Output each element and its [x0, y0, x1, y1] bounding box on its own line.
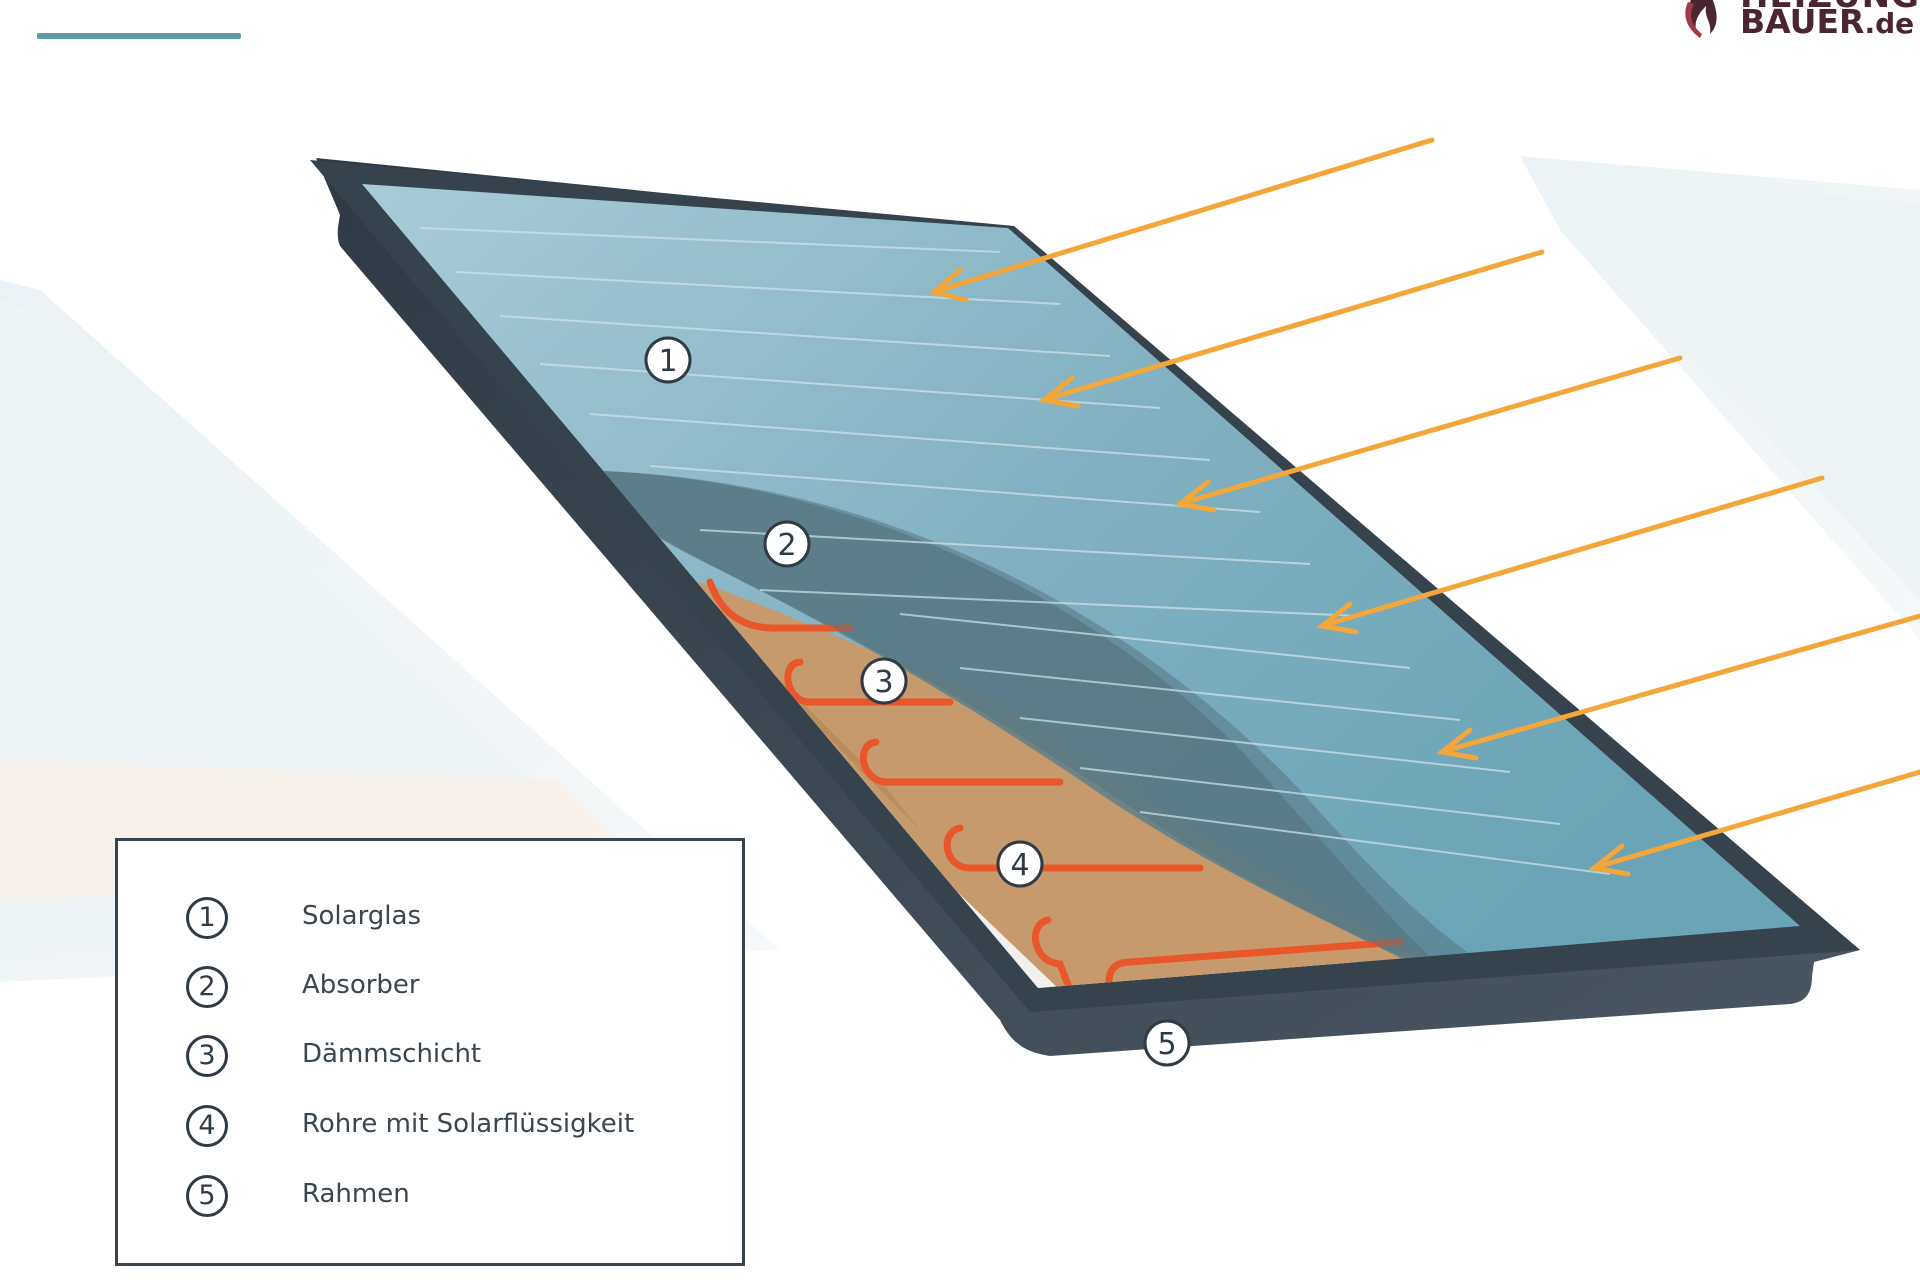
callout-3: 3 — [860, 657, 908, 705]
flame-icon — [1685, 0, 1717, 38]
legend-item: 2 Absorber — [186, 966, 706, 1016]
legend-item: 3 Dämmschicht — [186, 1035, 706, 1085]
svg-text:3: 3 — [874, 665, 893, 700]
callout-2: 2 — [763, 520, 811, 568]
background-collector-right — [1520, 156, 1920, 640]
logo-tld: .de — [1864, 7, 1915, 40]
callout-4: 4 — [996, 840, 1044, 888]
legend-number-badge: 5 — [186, 1175, 228, 1217]
callout-1: 1 — [644, 336, 692, 384]
legend-label: Dämmschicht — [302, 1039, 482, 1069]
sun-rays — [928, 137, 1920, 877]
solar-glass — [362, 184, 1800, 988]
legend-box: 1 Solarglas 2 Absorber 3 Dämmschicht 4 R… — [115, 838, 745, 1266]
svg-text:2: 2 — [777, 528, 796, 563]
svg-text:1: 1 — [658, 344, 677, 379]
legend-label: Solarglas — [302, 901, 422, 931]
legend-number-badge: 4 — [186, 1105, 228, 1147]
legend-number-badge: 3 — [186, 1035, 228, 1077]
legend-label: Rohre mit Solarflüssigkeit — [302, 1109, 635, 1139]
svg-text:4: 4 — [1010, 848, 1029, 883]
legend-item: 4 Rohre mit Solarflüssigkeit — [186, 1105, 706, 1155]
callout-5: 5 — [1143, 1019, 1191, 1067]
legend-item: 5 Rahmen — [186, 1175, 706, 1225]
legend-label: Rahmen — [302, 1179, 410, 1209]
legend-item: 1 Solarglas — [186, 897, 706, 947]
top-accent-bar — [37, 33, 241, 39]
legend-number-badge: 1 — [186, 897, 228, 939]
svg-text:5: 5 — [1157, 1027, 1176, 1062]
logo-brand-name: BAUER — [1740, 2, 1865, 41]
brand-logo[interactable]: HEIZUNGS BAUER.de — [1668, 0, 1920, 46]
legend-label: Absorber — [302, 970, 420, 1000]
legend-number-badge: 2 — [186, 966, 228, 1008]
logo-text-line-1: HEIZUNGS — [1740, 0, 1920, 16]
solar-pipes — [706, 578, 1404, 988]
logo-text-line-2: BAUER.de — [1740, 2, 1914, 41]
